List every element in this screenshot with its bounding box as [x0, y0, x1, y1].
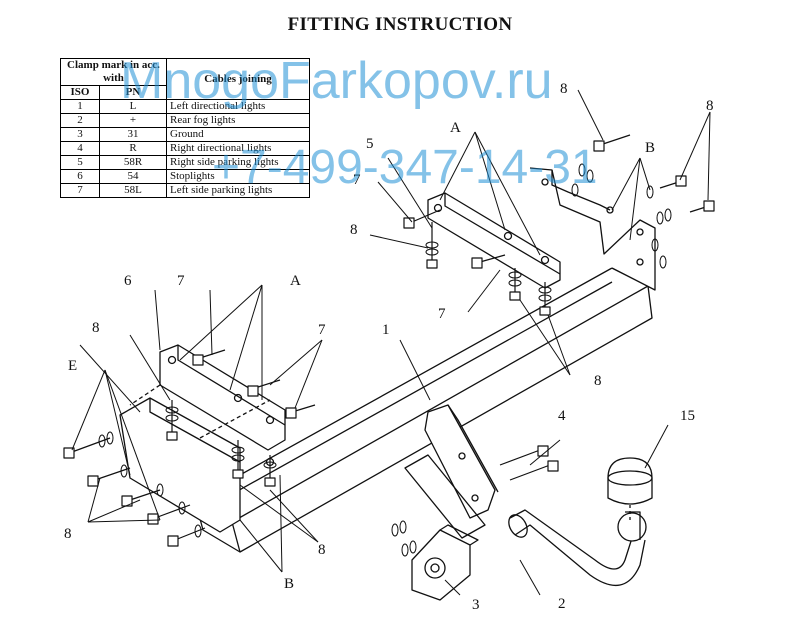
callout-7: 7: [177, 273, 185, 289]
callout-2: 2: [558, 596, 566, 612]
callout-8: 8: [92, 320, 100, 336]
callout-b: B: [284, 576, 294, 592]
callout-7: 7: [318, 322, 326, 338]
towball: [617, 511, 647, 542]
callout-b: B: [645, 140, 655, 156]
center-bracket: [404, 404, 499, 539]
watermark: MnogoFarkopov.ru +7-499-347-14-31: [120, 52, 598, 194]
cell-desc: Right side parking lights: [166, 155, 310, 170]
callout-3: 3: [472, 597, 480, 613]
callout-8: 8: [560, 81, 568, 97]
washers: [98, 163, 672, 557]
socket-plate: [411, 524, 479, 601]
table-row: 2+Rear fog lights: [60, 113, 310, 128]
leader-lines: [71, 89, 711, 596]
right-bracket: [427, 167, 656, 291]
callout-15: 15: [680, 408, 695, 424]
callout-1: 1: [382, 322, 390, 338]
page-title: FITTING INSTRUCTION: [287, 14, 513, 35]
towball-neck: [508, 509, 646, 587]
table-subheader-row: ISO PN: [60, 85, 310, 100]
callout-8: 8: [594, 373, 602, 389]
callout-a: A: [290, 273, 301, 289]
callout-labels: 1 2 3 4 5 6 7 7 7 7 8 8 8 8 8 8 8 15 A A…: [64, 81, 714, 613]
cell-desc: Left side parking lights: [166, 183, 310, 198]
header-clamp-mark: Clamp mark in acc. with: [60, 58, 167, 86]
callout-8: 8: [706, 98, 714, 114]
callout-7: 7: [353, 172, 361, 188]
callout-7: 7: [438, 306, 446, 322]
callout-8: 8: [64, 526, 72, 542]
callout-4: 4: [558, 408, 566, 424]
cell-pn: 58R: [99, 155, 167, 170]
clamp-table: Clamp mark in acc. with Cables joining I…: [60, 58, 310, 198]
watermark-phone: +7-499-347-14-31: [212, 141, 598, 194]
callout-8: 8: [318, 542, 326, 558]
callout-a: A: [450, 120, 461, 136]
ball-cap: [607, 457, 653, 520]
callout-8: 8: [350, 222, 358, 238]
header-pn: PN: [99, 85, 167, 100]
callout-6: 6: [124, 273, 132, 289]
watermark-site: MnogoFarkopov.ru: [120, 52, 553, 110]
callout-e: E: [68, 358, 77, 374]
callout-5: 5: [366, 136, 374, 152]
